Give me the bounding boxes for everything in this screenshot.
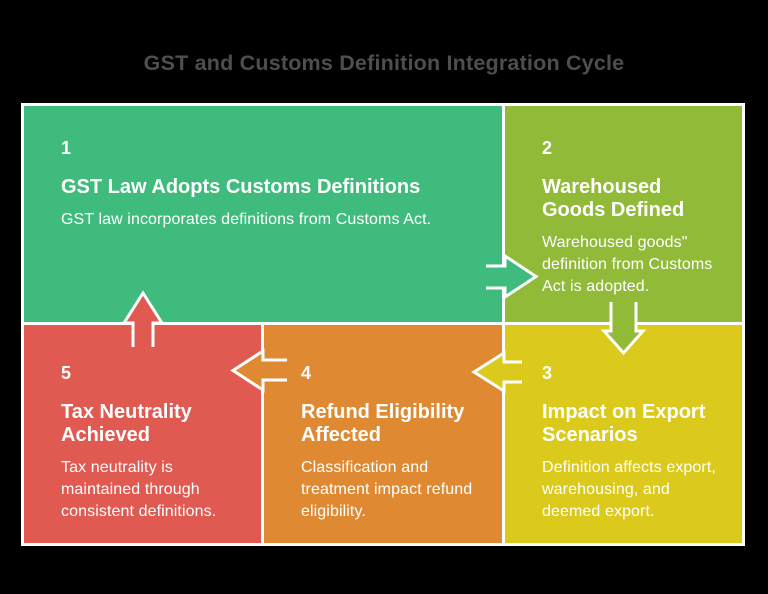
step-number: 3 bbox=[542, 363, 553, 383]
step-description: Tax neutrality is maintained through con… bbox=[61, 459, 217, 520]
step-number: 5 bbox=[61, 363, 72, 383]
step-block-3: 3 Impact on Export Scenarios Definition … bbox=[505, 325, 742, 543]
step-block-5: 5 Tax Neutrality Achieved Tax neutrality… bbox=[24, 325, 261, 543]
step-description: GST law incorporates definitions from Cu… bbox=[61, 211, 432, 228]
step-title: Refund Eligibility Affected bbox=[301, 401, 465, 446]
step-number: 1 bbox=[61, 138, 72, 158]
step-block-1: 1 GST Law Adopts Customs Definitions GST… bbox=[24, 106, 502, 322]
step-number: 4 bbox=[301, 363, 312, 383]
step-title: Impact on Export Scenarios bbox=[542, 401, 706, 446]
step-block-4: 4 Refund Eligibility Affected Classifica… bbox=[264, 325, 502, 543]
step-description: Warehoused goods" definition from Custom… bbox=[542, 234, 713, 295]
step-title: GST Law Adopts Customs Definitions bbox=[61, 176, 421, 198]
step-title: Tax Neutrality Achieved bbox=[61, 401, 192, 446]
step-block-2: 2 Warehoused Goods Defined Warehoused go… bbox=[505, 106, 742, 322]
step-description: Definition affects export, warehousing, … bbox=[542, 459, 716, 520]
diagram-title: GST and Customs Definition Integration C… bbox=[143, 51, 625, 75]
step-title: Warehoused Goods Defined bbox=[542, 176, 685, 221]
cycle-panel: 1 GST Law Adopts Customs Definitions GST… bbox=[21, 103, 745, 546]
step-description: Classification and treatment impact refu… bbox=[301, 459, 473, 520]
step-number: 2 bbox=[542, 138, 553, 158]
